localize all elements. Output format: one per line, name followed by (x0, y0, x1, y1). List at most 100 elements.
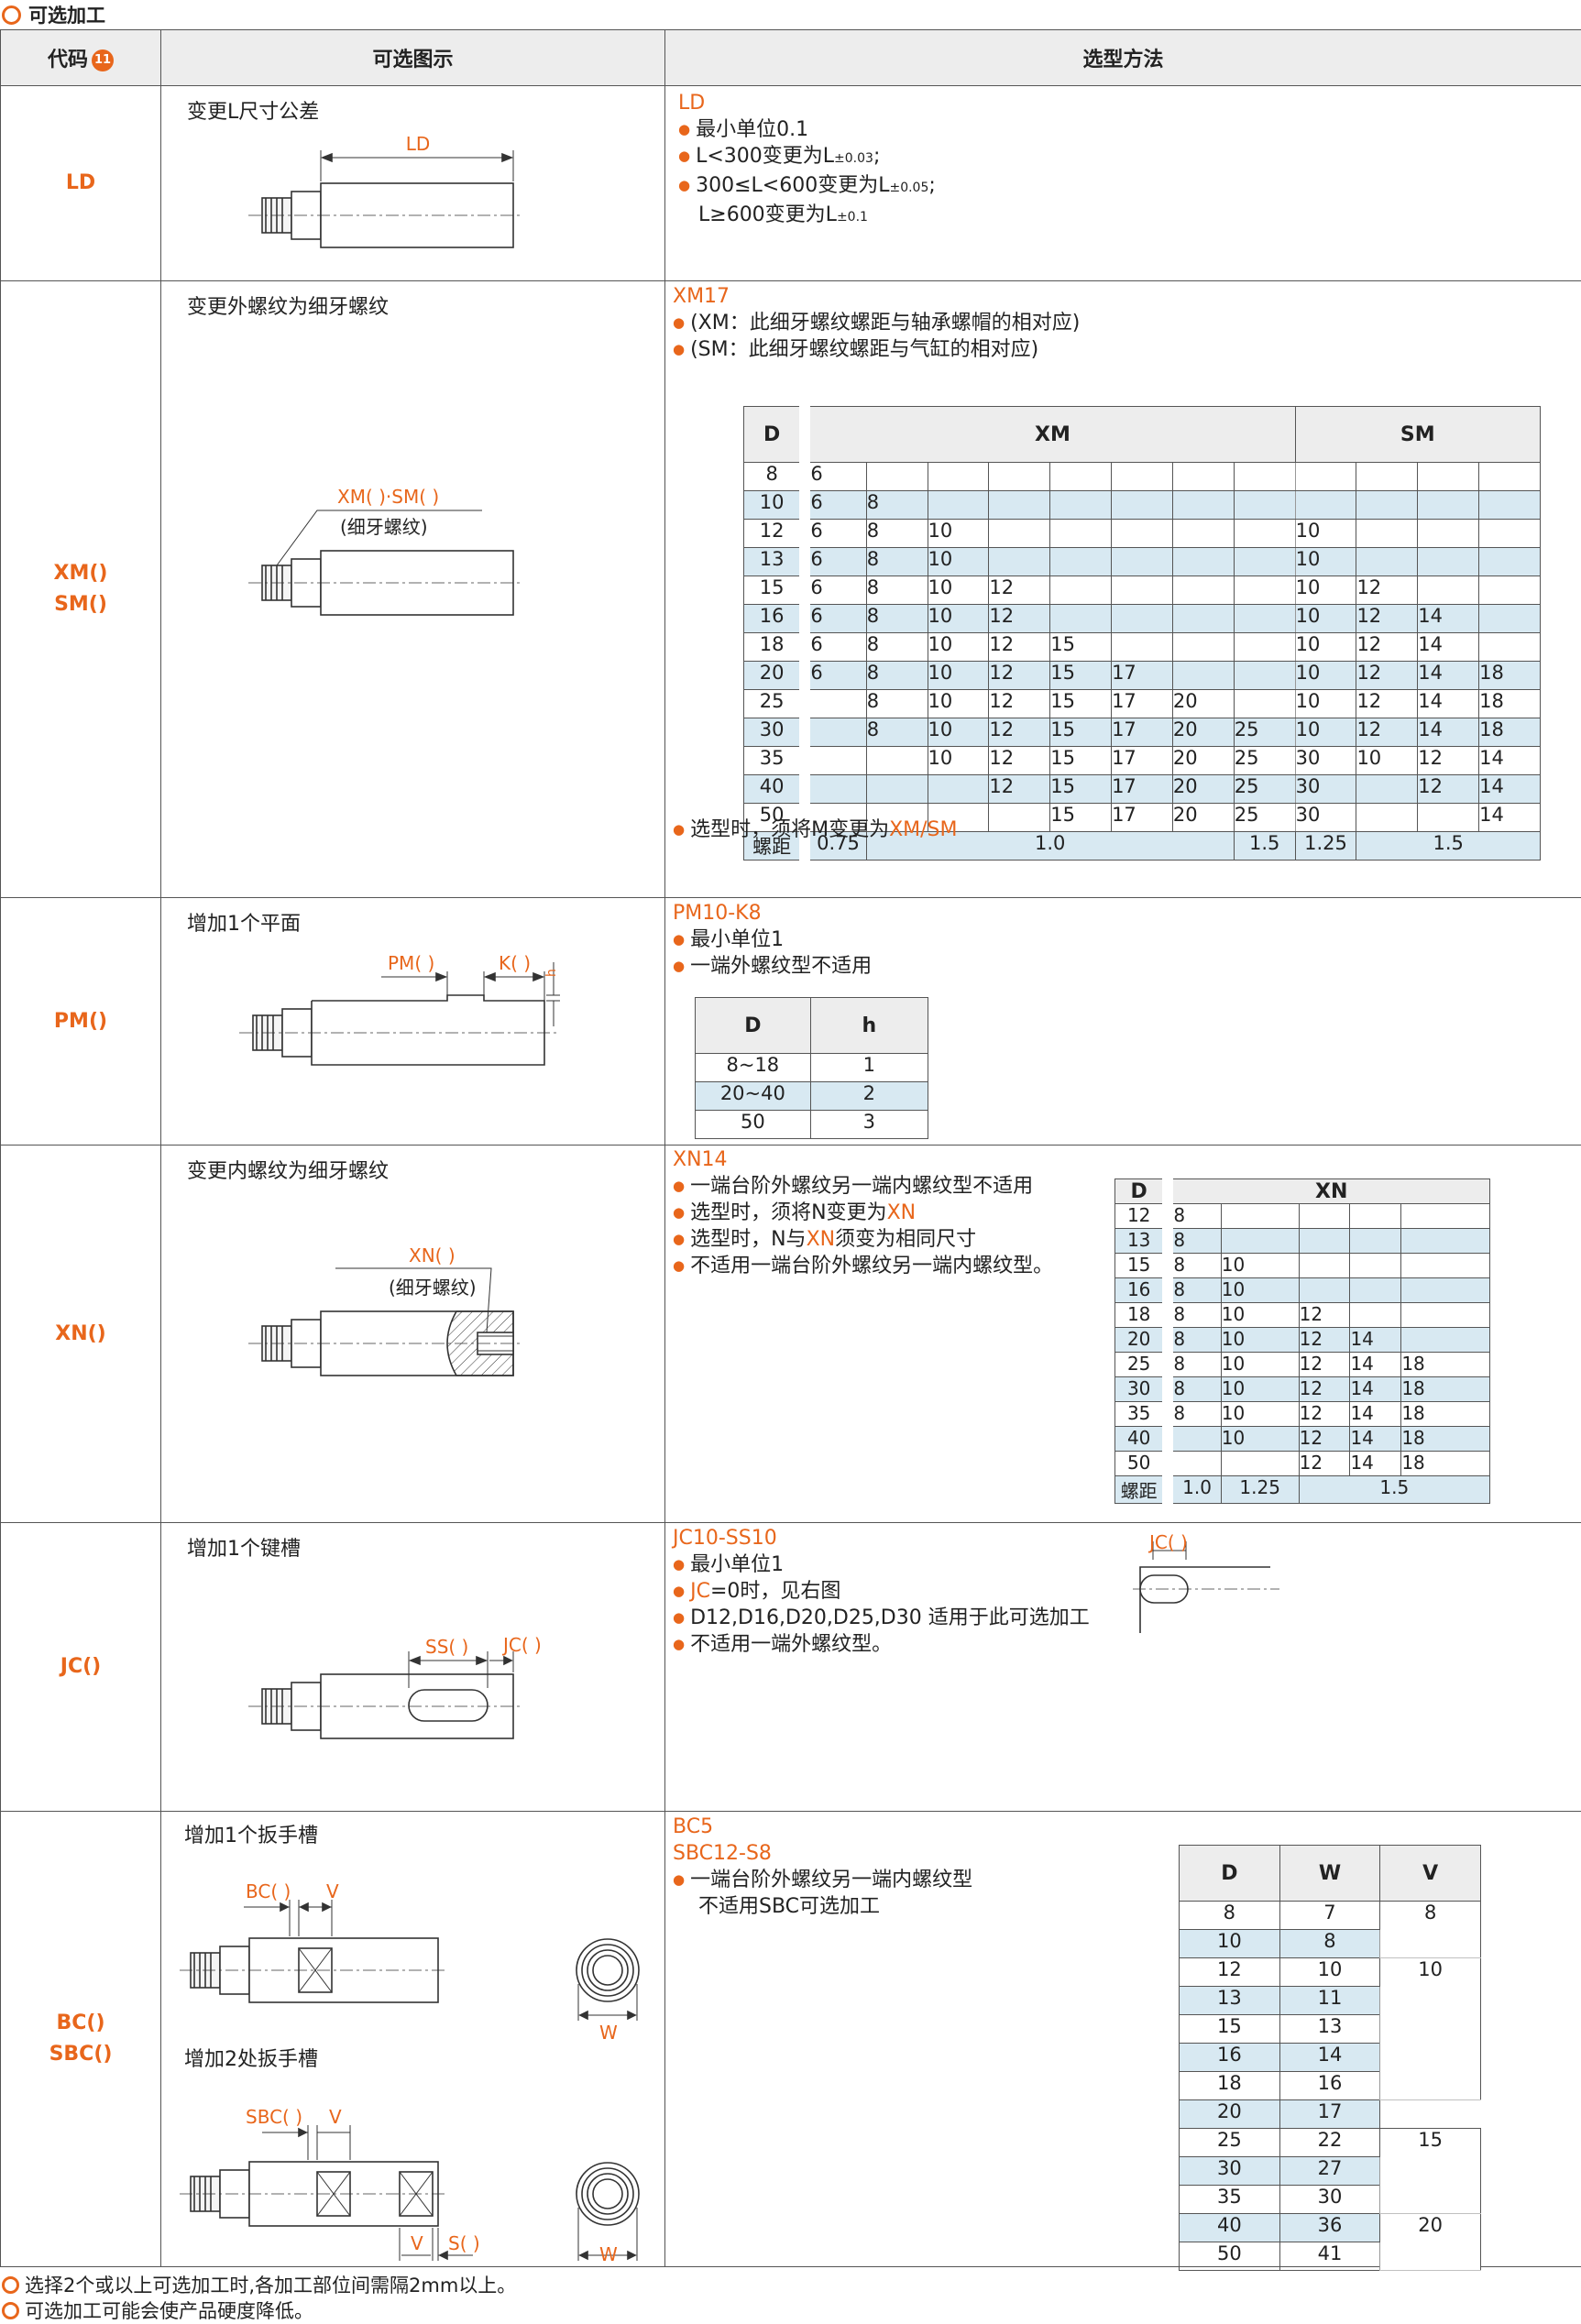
table-cell: 17 (1112, 718, 1173, 747)
jc-label: JC( ) (501, 1634, 542, 1656)
table-cell (1050, 491, 1112, 520)
method-xm: XM17 (XM：此细牙螺纹螺距与轴承螺帽的相对应) (SM：此细牙螺纹螺距与气… (665, 281, 1581, 898)
table-cell: 15 (1050, 804, 1112, 832)
table-cell: 30 (1115, 1377, 1169, 1402)
table-cell: 25 (1115, 1353, 1169, 1377)
method-jc: JC10-SS10 最小单位1 JC=0时，见右图 D12,D16,D20,D2… (665, 1523, 1581, 1812)
table-cell: 1 (810, 1054, 928, 1082)
table-cell: 8 (866, 633, 928, 662)
table-cell (1050, 576, 1112, 605)
table-cell: 8 (1180, 1902, 1280, 1930)
bc-v-label: V (326, 1880, 339, 1902)
table-cell: 10 (1279, 1958, 1380, 1987)
table-cell: 30 (1295, 775, 1356, 804)
table-cell: 10 (1221, 1353, 1299, 1377)
table-cell: 8 (744, 463, 806, 491)
table-cell: 8~18 (696, 1054, 811, 1082)
table-cell: 12 (1299, 1353, 1350, 1377)
table-cell: 30 (1180, 2157, 1280, 2186)
table-cell: 30 (1295, 804, 1356, 832)
table-cell (1050, 605, 1112, 633)
table-cell: 25 (1180, 2129, 1280, 2157)
diagram-xn: 变更内螺纹为细牙螺纹 XN( ) (细牙螺纹) (161, 1146, 665, 1523)
table-cell: 10 (928, 548, 989, 576)
table-cell: 1.5 (1234, 832, 1295, 861)
ld-item: L≥600变更为L±0.1 (678, 202, 936, 231)
table-cell: 10 (928, 690, 989, 718)
table-cell: 6 (805, 576, 866, 605)
table-cell: 12 (989, 633, 1050, 662)
table-cell: 6 (805, 491, 866, 520)
sbc-v-label: V (329, 2106, 342, 2128)
table-cell (866, 747, 928, 775)
table-cell: 12 (1299, 1328, 1350, 1353)
table-cell: 12 (1299, 1452, 1350, 1476)
table-cell (989, 491, 1050, 520)
table-cell (928, 491, 989, 520)
xn-item: 选型时，须将N变更为XN (673, 1200, 1053, 1226)
xn-drawing: XN( ) (细牙螺纹) (161, 1146, 664, 1521)
table-cell: 8 (866, 718, 928, 747)
table-cell: 12 (989, 775, 1050, 804)
xm-drawing: XM( )·SM( ) (细牙螺纹) (161, 281, 664, 895)
xm-item: (SM：此细牙螺纹螺距与气缸的相对应) (673, 336, 1080, 363)
table-cell: 15 (1050, 747, 1112, 775)
table-cell: 16 (744, 605, 806, 633)
table-cell (1234, 520, 1295, 548)
table-cell: 12 (1356, 718, 1418, 747)
table-cell: 18 (1180, 2072, 1280, 2100)
ld-drawing: LD (161, 86, 664, 280)
table-cell (1234, 463, 1295, 491)
table-cell (1172, 463, 1234, 491)
ld-dim-label: LD (406, 133, 431, 155)
table-cell (1172, 491, 1234, 520)
table-cell (866, 775, 928, 804)
table-cell: 25 (1234, 775, 1295, 804)
table-cell: 15 (1380, 2129, 1481, 2214)
jc-item: D12,D16,D20,D25,D30 适用于此可选加工 (673, 1605, 1090, 1631)
table-cell (1356, 520, 1418, 548)
table-cell: 8 (866, 662, 928, 690)
xn-label: XN( ) (409, 1244, 456, 1266)
table-cell: 8 (1168, 1254, 1221, 1278)
table-cell: 35 (1180, 2186, 1280, 2214)
table-cell: 13 (1279, 2015, 1380, 2044)
table-cell: 14 (1350, 1377, 1401, 1402)
table-cell (1356, 775, 1418, 804)
table-cell: 14 (1479, 747, 1541, 775)
table-cell: 15 (1115, 1254, 1169, 1278)
diagram-ld: 变更L尺寸公差 LD (161, 86, 665, 281)
table-cell: 12 (1115, 1204, 1169, 1229)
row-xm: XM()SM() 变更外螺纹为细牙螺纹 XM( )·SM( ) (细牙螺纹) X… (1, 281, 1581, 898)
table-cell: 10 (1295, 548, 1356, 576)
row-jc: JC() 增加1个键槽 SS( ) JC( ) (1, 1523, 1581, 1812)
table-cell: 10 (1356, 747, 1418, 775)
pm-h-label: h (544, 969, 559, 977)
table-cell: 20 (1172, 690, 1234, 718)
table-cell: 12 (989, 605, 1050, 633)
table-cell: 10 (1295, 662, 1356, 690)
table-cell: 10 (928, 576, 989, 605)
table-cell: 14 (1418, 718, 1479, 747)
bc-drawing: BC( ) V W SBC( ) V V S( ) W (161, 1812, 664, 2265)
ld-item: L<300变更为L±0.03; (678, 143, 936, 172)
table-cell: 15 (1050, 775, 1112, 804)
table-cell: 27 (1279, 2157, 1380, 2186)
table-cell: 12 (989, 576, 1050, 605)
table-cell (1418, 520, 1479, 548)
table-cell (1172, 605, 1234, 633)
row-pm: PM() 增加1个平面 PM( ) K( ) h (1, 898, 1581, 1146)
ld-title: LD (678, 90, 936, 116)
table-cell: 8 (1168, 1303, 1221, 1328)
